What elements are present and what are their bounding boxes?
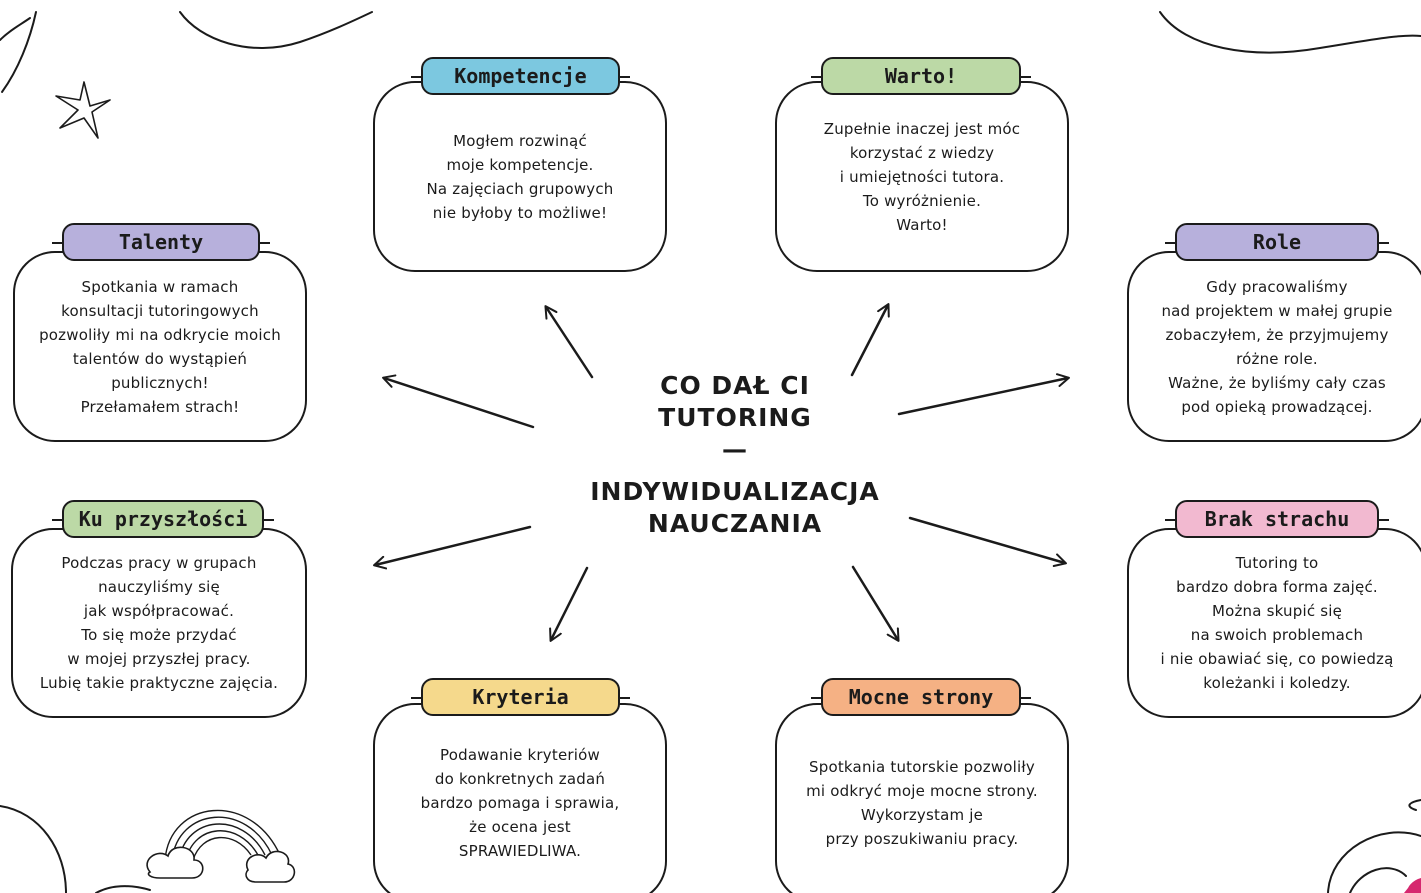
arrow-to-kompetencje (544, 305, 594, 379)
tag-label: Brak strachu (1204, 507, 1350, 531)
tag-label: Kryteria (472, 685, 569, 709)
card-text-line: Gdy pracowaliśmy (1206, 277, 1348, 296)
tag-warto: Warto! (811, 57, 1031, 95)
rainbow-icon (164, 809, 281, 861)
card-warto: Zupełnie inaczej jest móc korzystać z wie… (775, 81, 1069, 272)
tag-ku-przyszlosci: Ku przyszłości (52, 500, 274, 538)
card-text-line: jak współpracować. (83, 602, 235, 620)
card-text-line: SPRAWIEDLIWA. (458, 842, 582, 860)
card-text-line: talentów do wystąpień (72, 349, 248, 368)
center-dash: — (722, 435, 748, 464)
center-line-3: INDYWIDUALIZACJA (590, 477, 880, 506)
card-text-line: Ważne, że byliśmy cały czas (1168, 373, 1386, 392)
star-icon (55, 81, 111, 139)
card-text-line: korzystać z wiedzy (849, 143, 995, 162)
corner-doodle-bottom-right (1327, 799, 1421, 893)
card-text-line: moje kompetencje. (446, 155, 594, 174)
card-ku-przyszlosci-text: Podczas pracy w grupach nauczyliśmy się ja… (40, 551, 278, 695)
card-text-line: Warto! (896, 215, 948, 234)
arrow-to-ku-przyszlosci (373, 525, 532, 570)
card-text-line: różne role. (1236, 349, 1318, 368)
card-kompetencje-text: Mogłem rozwinąć moje kompetencje. Na zajęc… (427, 129, 614, 225)
card-kryteria-text: Podawanie kryteriów do konkretnych zadań b… (421, 743, 620, 863)
center-line-1: CO DAŁ CI (660, 371, 810, 400)
tag-kryteria: Kryteria (411, 678, 630, 716)
arrow-to-brak-strachu (908, 516, 1067, 567)
card-text-line: Przełamałem strach! (80, 397, 240, 416)
card-text-line: w mojej przyszłej pracy. (67, 650, 251, 668)
card-text-line: bardzo dobra forma zajęć. (1176, 578, 1378, 596)
card-text-line: To wyróżnienie. (862, 191, 982, 210)
corner-doodle-bottom-left (0, 805, 151, 893)
center-title: CO DAŁ CI TUTORING — INDYWIDUALIZACJA NA… (540, 370, 930, 540)
center-line-2: TUTORING (658, 403, 812, 432)
arrow-to-kryteria (549, 566, 589, 642)
card-text-line: do konkretnych zadań (434, 770, 606, 788)
card-text-line: Zupełnie inaczej jest móc (823, 119, 1021, 138)
card-kryteria: Podawanie kryteriów do konkretnych zadań b… (373, 703, 667, 893)
tag-brak-strachu: Brak strachu (1165, 500, 1389, 538)
card-text-line: Wykorzystam je (860, 806, 984, 824)
card-text-line: Tutoring to (1235, 554, 1319, 572)
card-brak-strachu-text: Tutoring to bardzo dobra forma zajęć. Możn… (1160, 551, 1393, 695)
card-text-line: pod opieką prowadzącej. (1181, 397, 1373, 416)
card-text-line: zobaczyłem, że przyjmujemy (1165, 325, 1389, 344)
card-text-line: konsultacji tutoringowych (61, 301, 259, 320)
arrow-to-mocne-strony (851, 565, 900, 642)
tag-label: Talenty (118, 230, 204, 254)
card-text-line: Można skupić się (1211, 602, 1343, 620)
tag-kompetencje: Kompetencje (411, 57, 630, 95)
card-ku-przyszlosci: Podczas pracy w grupach nauczyliśmy się ja… (11, 528, 307, 718)
center-line-4: NAUCZANIA (647, 509, 823, 538)
tag-label: Kompetencje (454, 64, 587, 88)
card-mocne-strony-text: Spotkania tutorskie pozwoliły mi odkryć m… (806, 755, 1038, 851)
tag-label: Mocne strony (848, 685, 994, 709)
card-text-line: publicznych! (111, 373, 209, 392)
card-role: Gdy pracowaliśmy nad projektem w małej gr… (1127, 251, 1421, 442)
arrow-to-talenty (382, 374, 535, 429)
corner-doodle-top-left (0, 11, 373, 93)
card-kompetencje: Mogłem rozwinąć moje kompetencje. Na zajęc… (373, 81, 667, 272)
card-text-line: i umiejętności tutora. (839, 167, 1005, 186)
card-text-line: nauczyliśmy się (98, 578, 220, 596)
cloud-icon (146, 846, 296, 883)
card-text-line: Podczas pracy w grupach (61, 554, 257, 572)
card-text-line: nie byłoby to możliwe! (432, 203, 608, 222)
card-text-line: na swoich problemach (1190, 626, 1364, 644)
card-text-line: To się może przydać (81, 626, 237, 644)
card-text-line: i nie obawiać się, co powiedzą (1160, 650, 1394, 668)
card-text-line: koleżanki i koledzy. (1203, 674, 1351, 692)
card-text-line: przy poszukiwaniu pracy. (825, 830, 1019, 848)
card-text-line: bardzo pomaga i sprawia, (420, 794, 620, 812)
corner-doodle-top-right (1159, 11, 1421, 54)
tag-talenty: Talenty (52, 223, 270, 261)
card-text-line: Podawanie kryteriów (440, 746, 600, 764)
tag-label: Ku przyszłości (78, 507, 248, 531)
card-text-line: że ocena jest (469, 818, 571, 836)
card-text-line: nad projektem w małej grupie (1161, 301, 1393, 320)
tag-mocne-strony: Mocne strony (811, 678, 1031, 716)
card-text-line: Spotkania tutorskie pozwoliły (809, 758, 1035, 776)
card-text-line: Lubię takie praktyczne zajęcia. (39, 674, 279, 692)
card-text-line: mi odkryć moje mocne strony. (806, 782, 1038, 800)
card-text-line: Spotkania w ramach (81, 277, 239, 296)
card-talenty-text: Spotkania w ramach konsultacji tutoringow… (39, 275, 281, 419)
tag-label: Role (1252, 230, 1302, 254)
card-text-line: pozwoliły mi na odkrycie moich (39, 325, 281, 344)
card-text-line: Na zajęciach grupowych (426, 179, 614, 198)
accent-mark (1404, 878, 1421, 893)
tag-label: Warto! (884, 64, 958, 88)
card-talenty: Spotkania w ramach konsultacji tutoringow… (13, 251, 307, 442)
card-warto-text: Zupełnie inaczej jest móc korzystać z wie… (824, 117, 1021, 237)
tag-role: Role (1165, 223, 1389, 261)
card-text-line: Mogłem rozwinąć (453, 131, 587, 150)
card-brak-strachu: Tutoring to bardzo dobra forma zajęć. Możn… (1127, 528, 1421, 718)
card-mocne-strony: Spotkania tutorskie pozwoliły mi odkryć m… (775, 703, 1069, 893)
card-role-text: Gdy pracowaliśmy nad projektem w małej gr… (1161, 275, 1392, 419)
arrow-to-warto (850, 303, 890, 377)
